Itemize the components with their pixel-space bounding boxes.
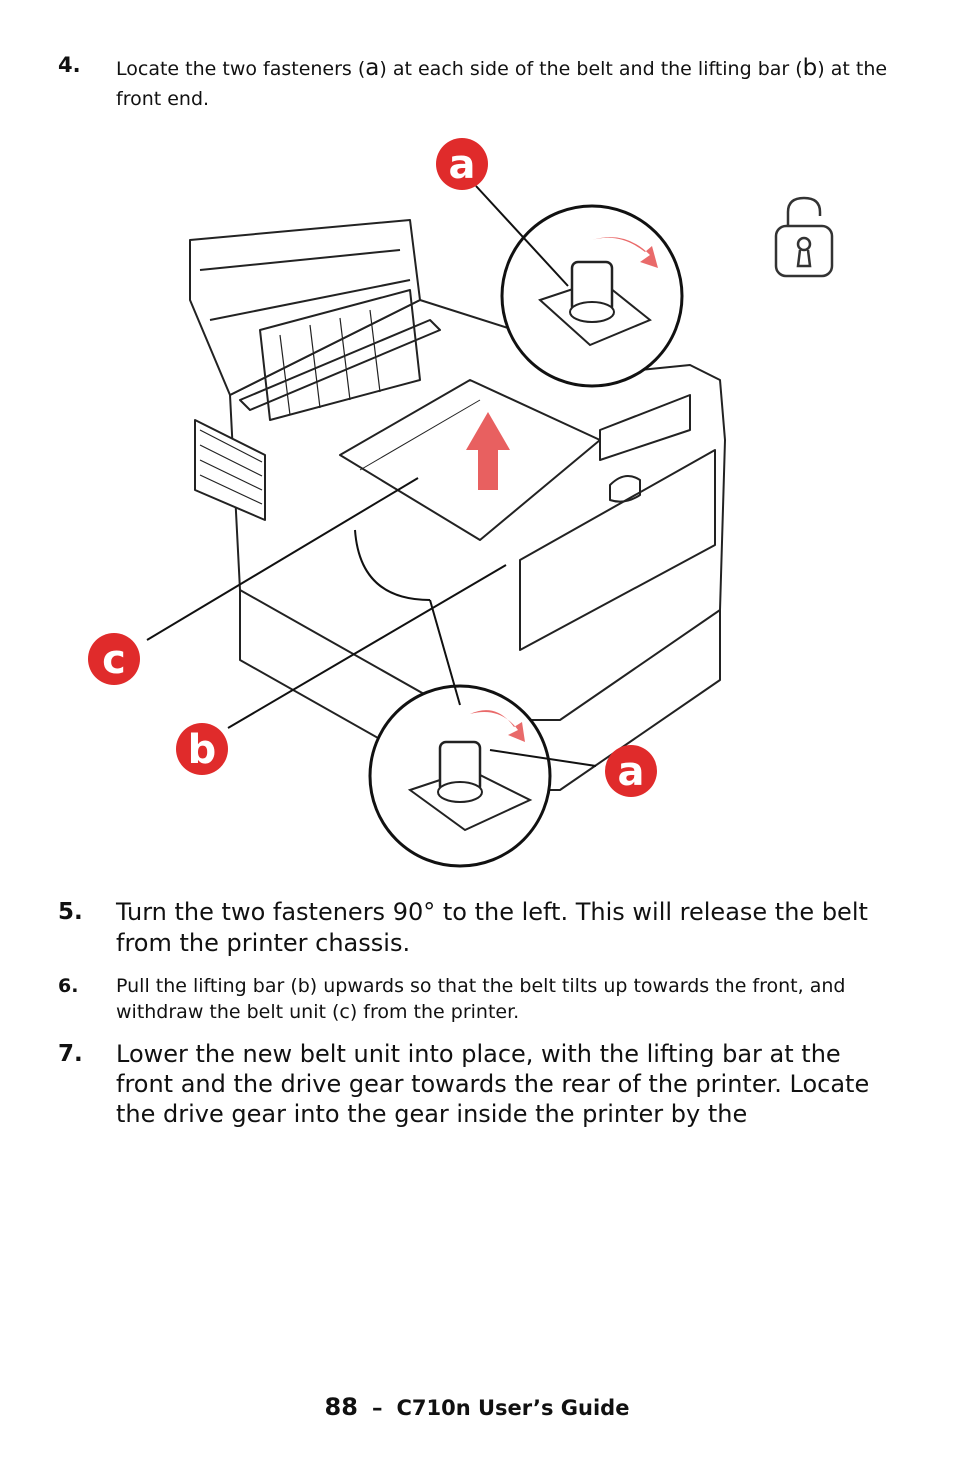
step-number: 4. xyxy=(58,53,81,77)
leader-lines xyxy=(146,185,597,767)
svg-text:a: a xyxy=(618,749,645,795)
step-text: Locate the two fasteners (a) at each sid… xyxy=(116,55,888,110)
step-text: Turn the two fasteners 90° to the left. … xyxy=(116,898,868,957)
footer-separator: – xyxy=(371,1396,383,1420)
lift-arrow-icon xyxy=(466,412,510,490)
step-text: Pull the lifting bar (b) upwards so that… xyxy=(116,975,846,1023)
zoom-circle-top xyxy=(354,204,684,601)
svg-text:c: c xyxy=(102,637,126,683)
svg-text:b: b xyxy=(188,727,217,773)
step-text: Lower the new belt unit into place, with… xyxy=(116,1040,870,1128)
callout-b: b xyxy=(176,723,228,775)
printer-belt-illustration: a c b a xyxy=(88,138,834,868)
step-number: 7. xyxy=(58,1041,83,1067)
page-footer: 88–C710n User’s Guide xyxy=(0,1393,954,1421)
svg-text:a: a xyxy=(449,142,476,188)
guide-title: C710n User’s Guide xyxy=(396,1396,630,1420)
page-number: 88 xyxy=(324,1393,358,1421)
callout-a-top: a xyxy=(436,138,488,190)
callout-a-bottom: a xyxy=(605,745,657,797)
zoom-circle-bottom xyxy=(368,684,552,868)
step-number: 5. xyxy=(58,899,83,925)
step-number: 6. xyxy=(58,975,79,997)
callout-c: c xyxy=(88,633,140,685)
unlock-icon xyxy=(774,196,834,278)
